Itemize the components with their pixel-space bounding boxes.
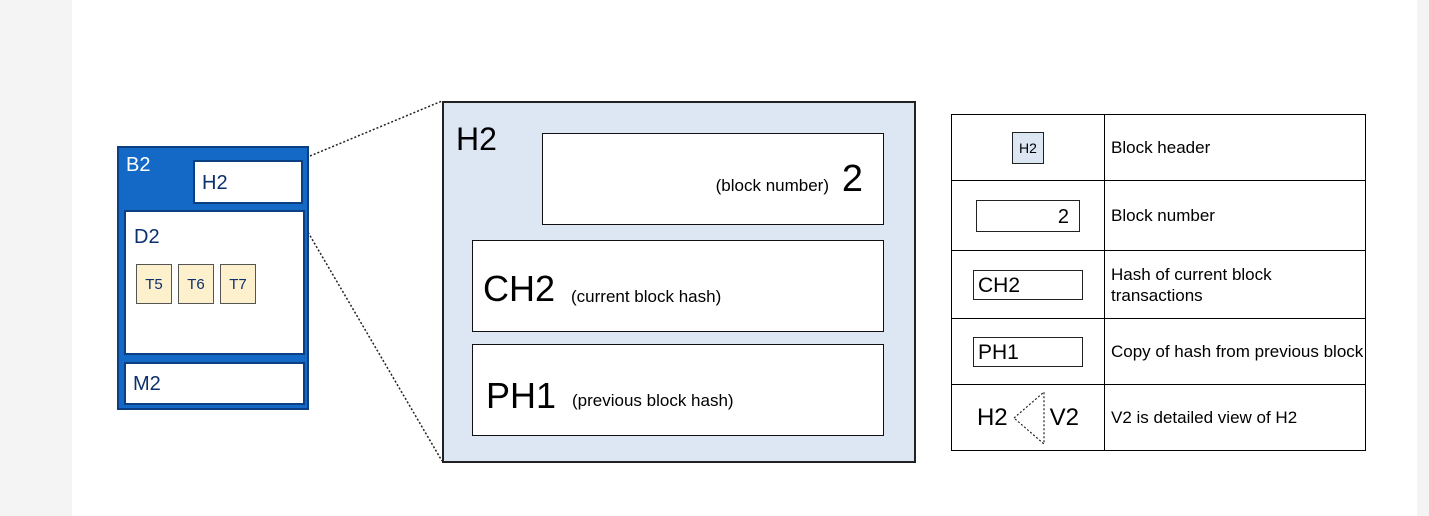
header-symbol: H2 (1012, 131, 1044, 164)
previous-hash-caption: (previous block hash) (572, 391, 734, 410)
zoom-line-bottom (301, 221, 443, 462)
view-relation-symbol: H2 V2 (977, 390, 1079, 446)
block-number-box: (block number) 2 (542, 133, 884, 225)
block-number-value: 2 (841, 158, 863, 200)
block-meta-box: M2 (124, 362, 305, 405)
transaction-label: T6 (187, 275, 205, 293)
current-hash-symbol: CH2 (973, 269, 1083, 300)
legend-symbol-cell: H2 (951, 114, 1105, 181)
block-label: B2 (126, 154, 151, 176)
legend-description: Copy of hash from previous block (1104, 318, 1366, 385)
legend-row: 2 Block number (951, 180, 1366, 251)
header-detail-view: H2 (block number) 2 CH2 (current block h… (442, 101, 916, 463)
block-data-box: D2 T5 T6 T7 (124, 210, 305, 355)
transaction-label: T7 (229, 275, 247, 293)
previous-hash-box: PH1 (previous block hash) (472, 344, 884, 436)
legend-symbol-cell: CH2 (951, 250, 1105, 319)
block-number-symbol: 2 (976, 199, 1080, 232)
block-number-caption: (block number) (715, 176, 829, 195)
transaction-box: T6 (178, 264, 214, 304)
zoom-line-top (309, 100, 443, 157)
legend-row: H2 V2 V2 is detailed view of H2 (951, 384, 1366, 451)
detail-title: H2 (456, 121, 497, 157)
block-b2: B2 H2 D2 T5 T6 T7 M2 (117, 146, 309, 410)
legend-symbol-cell: 2 (951, 180, 1105, 251)
block-meta-label: M2 (133, 373, 161, 395)
current-hash-label: CH2 (483, 268, 556, 309)
block-data-label: D2 (134, 226, 160, 248)
legend-description: Hash of current block transactions (1104, 250, 1366, 319)
view-relation-right: V2 (1049, 403, 1080, 431)
view-relation-left: H2 (976, 403, 1008, 431)
transaction-box: T7 (220, 264, 256, 304)
current-hash-box: CH2 (current block hash) (472, 240, 884, 332)
transaction-box: T5 (136, 264, 172, 304)
legend-row: PH1 Copy of hash from previous block (951, 318, 1366, 385)
legend-row: CH2 Hash of current block transactions (951, 250, 1366, 319)
legend-symbol-cell: H2 V2 (951, 384, 1105, 451)
legend-row: H2 Block header (951, 114, 1366, 181)
legend-symbol-cell: PH1 (951, 318, 1105, 385)
legend-table: H2 Block header 2 Block number CH2 Hash … (951, 114, 1366, 451)
zoom-triangle-icon (1012, 390, 1045, 445)
legend-description: V2 is detailed view of H2 (1104, 384, 1366, 451)
legend-description: Block number (1104, 180, 1366, 251)
previous-hash-symbol: PH1 (973, 336, 1083, 367)
previous-hash-label: PH1 (486, 375, 557, 416)
current-hash-caption: (current block hash) (571, 287, 722, 306)
transaction-label: T5 (145, 275, 163, 293)
block-header-box: H2 (193, 160, 303, 204)
legend-description: Block header (1104, 114, 1366, 181)
block-header-label: H2 (202, 172, 228, 194)
